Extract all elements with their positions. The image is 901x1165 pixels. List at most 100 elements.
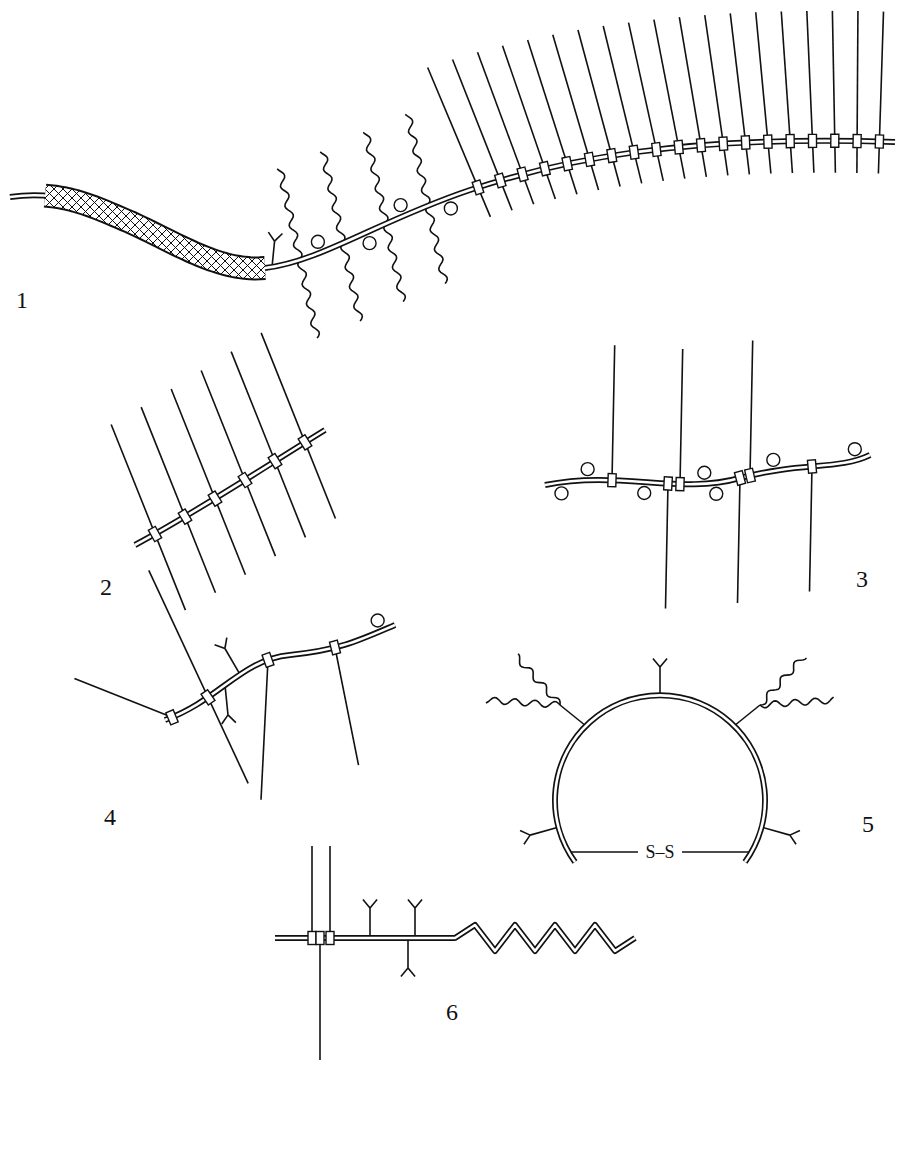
link-box [741, 136, 750, 149]
link-box [676, 477, 684, 490]
gag-chain [612, 345, 615, 480]
figure-number: 5 [862, 812, 874, 836]
hatched-sheath-fill [45, 196, 265, 269]
gag-chain [810, 466, 812, 591]
disulfide-bond [570, 851, 638, 853]
protein-bead [710, 487, 723, 500]
link-box [148, 526, 161, 541]
oligosaccharide-arm [225, 638, 227, 649]
core-protein [555, 695, 765, 862]
gag-chain [832, 11, 835, 173]
link-box [562, 157, 572, 171]
core-lumen [165, 625, 395, 720]
oligosaccharide-arm [222, 715, 228, 724]
link-box [517, 167, 528, 182]
protein-bead [394, 199, 407, 212]
oligosaccharide-stem [407, 938, 409, 968]
link-box [472, 180, 484, 195]
oligosaccharide-arm [275, 234, 283, 242]
gag-chain [756, 12, 771, 173]
gag-chain [319, 938, 321, 1060]
link-box [734, 471, 745, 486]
core-protein [165, 625, 395, 720]
disulfide-bond [682, 851, 750, 853]
wavy-chain [486, 698, 560, 708]
oligosaccharide-arm [524, 835, 530, 844]
link-box [540, 161, 551, 175]
protein-bead [638, 487, 651, 500]
core-lumen [135, 430, 325, 545]
core-protein [10, 141, 895, 269]
oligosaccharide-arm [790, 835, 796, 844]
link-box [166, 710, 178, 725]
protein-bead [444, 202, 457, 215]
gag-chain [261, 660, 268, 800]
link-box [326, 932, 334, 945]
oligosaccharide-arm [408, 968, 415, 976]
link-box [262, 652, 274, 667]
oligosaccharide-arm [660, 659, 667, 667]
gag-chain [201, 370, 275, 556]
link-box [201, 690, 215, 705]
gag-chain [171, 389, 245, 575]
oligosaccharide-stem [414, 908, 416, 938]
oligosaccharide-arm [415, 900, 422, 908]
gag-chain [781, 11, 792, 173]
gag-chain [878, 12, 883, 174]
attachment-group [148, 134, 883, 944]
wavy-chain [518, 654, 560, 705]
gag-chain [807, 11, 814, 173]
core-lumen [275, 925, 635, 951]
protein-bead [555, 487, 568, 500]
protein-bead [311, 235, 324, 248]
link-box [208, 491, 222, 506]
link-box [786, 135, 794, 148]
link-box [308, 932, 316, 945]
hatched-sheath [45, 196, 265, 269]
figure-number: 6 [446, 1000, 458, 1024]
gag-chain [680, 349, 683, 484]
protein-bead [767, 453, 780, 466]
oligosaccharide-arm [215, 645, 225, 649]
protein-bead [848, 443, 861, 456]
link-box [664, 477, 673, 490]
core-lumen [545, 455, 870, 485]
core-protein [135, 430, 325, 545]
link-box [745, 468, 756, 482]
gag-chain [857, 11, 858, 173]
gag-chain [666, 484, 668, 609]
oligosaccharide-arm [228, 715, 236, 723]
gag-chain [730, 13, 749, 174]
link-box [719, 137, 728, 150]
link-box [178, 509, 192, 524]
core-group [10, 141, 895, 951]
gag-chain [231, 352, 305, 538]
oligosaccharide-stem [659, 667, 661, 695]
oligosaccharide-stem [225, 649, 240, 675]
link-box [584, 152, 594, 166]
link-box [652, 143, 661, 157]
oligosaccharide-arm [268, 232, 274, 241]
gag-chain [329, 846, 331, 938]
oligosaccharide-arm [790, 831, 800, 836]
oligosaccharide-stem [369, 908, 371, 938]
link-box [674, 140, 683, 154]
gag-chain [453, 60, 513, 211]
gag-chain [705, 15, 728, 175]
bond-label: S–S [643, 843, 676, 861]
gag-chain [141, 407, 215, 593]
gag-chain [74, 678, 172, 717]
oligosaccharide-arm [363, 900, 370, 908]
gag-chain [629, 23, 664, 181]
oligosaccharide-stem [530, 827, 559, 835]
oligosaccharide-stem [225, 685, 228, 715]
core-lumen [10, 141, 895, 269]
figure-number: 1 [16, 288, 28, 312]
protein-bead [698, 466, 711, 479]
link-box [807, 460, 816, 474]
wavy-chain [760, 697, 834, 708]
wavy-chain [760, 658, 807, 705]
oligosaccharide-stem [272, 241, 275, 267]
link-box [316, 932, 324, 945]
core-lumen [555, 695, 765, 862]
